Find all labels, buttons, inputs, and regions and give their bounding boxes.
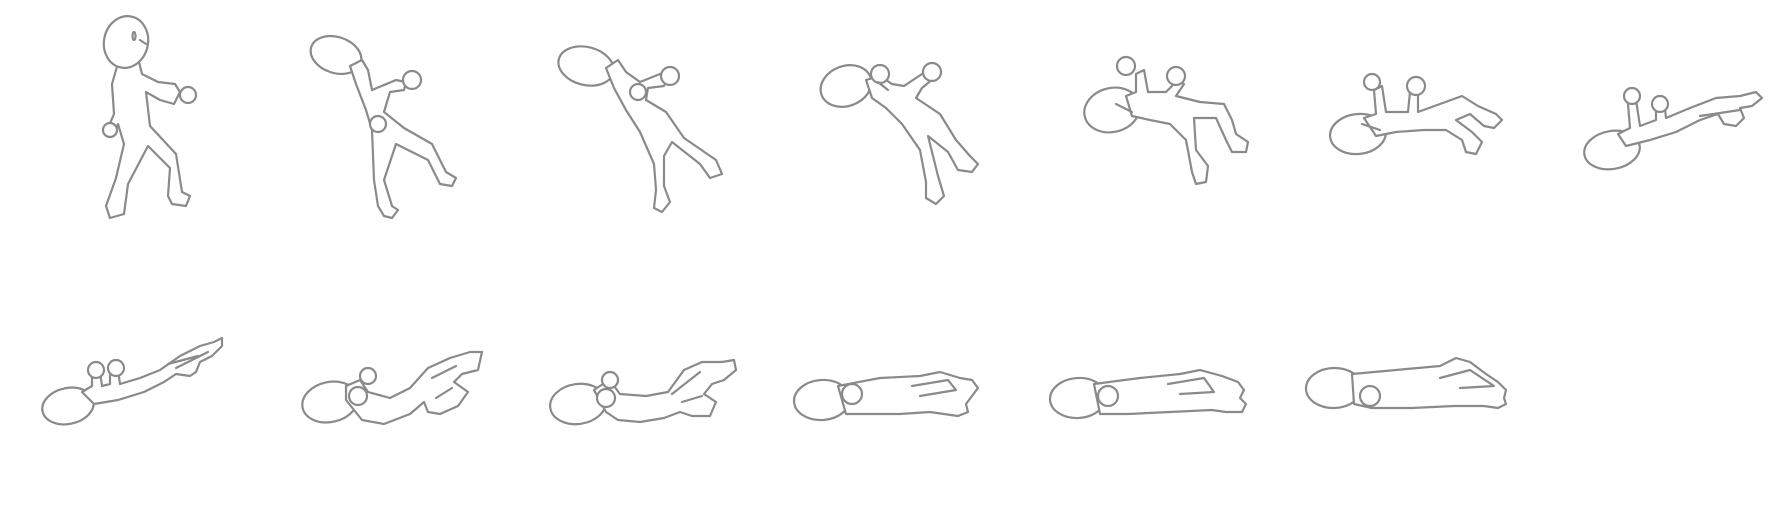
frame-1-walking: [101, 15, 198, 220]
frame-5-near-ground: [1083, 55, 1250, 186]
frame-2-recoil: [309, 34, 458, 220]
frame-12-lying: [1048, 368, 1248, 420]
frame-3-falling-back: [557, 45, 724, 214]
frame-10-curled: [549, 358, 738, 426]
frame-4-falling-back-steep: [819, 61, 980, 206]
frame-6-hit-ground: [1328, 72, 1504, 156]
frame-7-sliding: [1583, 86, 1764, 171]
frame-11-settling: [792, 370, 980, 422]
frame-8-legs-up: [41, 336, 224, 426]
frame-9-curling: [301, 350, 484, 426]
frame-13-lying-still: [1304, 356, 1508, 410]
